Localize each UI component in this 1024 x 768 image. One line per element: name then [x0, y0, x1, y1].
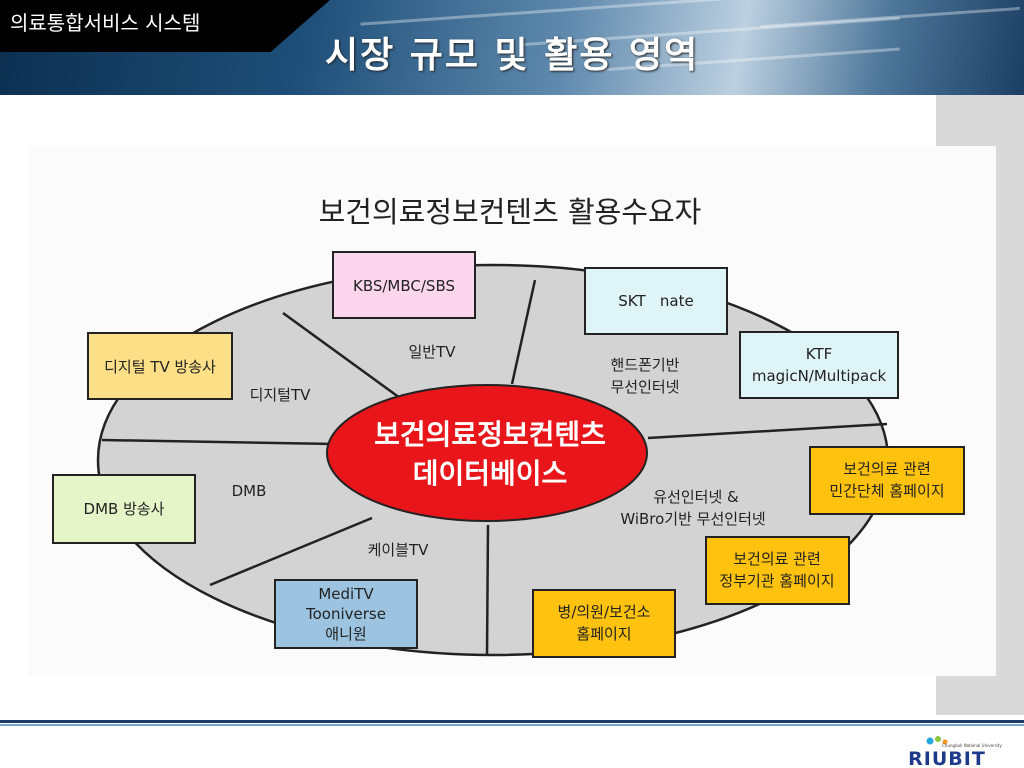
sector-dmb: DMB	[232, 482, 267, 500]
center-line1: 보건의료정보컨텐츠	[374, 418, 606, 451]
footer-divider-accent	[0, 724, 1024, 726]
box-skt	[584, 267, 728, 335]
system-name: 의료통합서비스 시스템	[0, 0, 330, 52]
box-gov-org	[705, 536, 850, 605]
box-ktf	[739, 331, 899, 399]
sector-mobile-line1: 핸드폰기반	[610, 356, 679, 374]
box-ktf-line2: magicN/Multipack	[752, 367, 887, 385]
page-title: 시장 규모 및 활용 영역	[325, 34, 700, 76]
diagram-heading: 보건의료정보컨텐츠 활용수요자	[319, 195, 702, 229]
sector-wired-line1: 유선인터넷 &	[653, 488, 739, 506]
box-ktf-line1: KTF	[806, 345, 832, 363]
header-banner: 의료통합서비스 시스템 시장 규모 및 활용 영역	[0, 0, 1024, 95]
logo-dot-blue	[926, 737, 934, 745]
logo-subtext: Chungbuk National University	[942, 743, 1002, 748]
sector-mobile-line2: 무선인터넷	[610, 378, 679, 396]
box-gov-org-line2: 정부기관 홈페이지	[719, 572, 834, 590]
logo-wordmark: RIUBIT	[908, 748, 986, 768]
box-private-org-line2: 민간단체 홈페이지	[829, 482, 944, 500]
box-dmb-broadcaster	[52, 474, 196, 544]
sector-digital-tv: 디지털TV	[250, 386, 312, 404]
box-skt-label: SKT nate	[618, 292, 693, 310]
box-digital-tv-label: 디지털 TV 방송사	[104, 358, 216, 376]
box-kbs-mbc-sbs	[332, 251, 476, 319]
logo-dot-green	[935, 736, 941, 742]
sector-general-tv: 일반TV	[408, 343, 456, 361]
riubit-logo: Chungbuk National University RIUBIT	[908, 736, 1002, 768]
logo-dot-orange	[942, 739, 948, 745]
center-database-ellipse	[326, 384, 648, 522]
sector-dividers	[101, 279, 888, 656]
box-gov-org-line1: 보건의료 관련	[733, 550, 821, 568]
box-cable-line1: MediTV	[318, 585, 374, 603]
box-hospital-line2: 홈페이지	[576, 625, 631, 643]
footer-divider	[0, 720, 1024, 723]
box-hospital	[532, 589, 676, 658]
box-cable-line3: 애니원	[325, 625, 366, 643]
box-kbs-label: KBS/MBC/SBS	[353, 277, 455, 295]
box-cable-channels	[274, 579, 418, 649]
box-private-org	[809, 446, 965, 515]
box-private-org-line1: 보건의료 관련	[843, 460, 931, 478]
box-digital-tv-broadcaster	[87, 332, 233, 400]
sector-wired-line2: WiBro기반 무선인터넷	[620, 510, 765, 528]
box-hospital-line1: 병/의원/보건소	[558, 603, 651, 621]
sector-cable-tv: 케이블TV	[368, 541, 430, 559]
box-cable-line2: Tooniverse	[305, 605, 386, 623]
box-dmb-label: DMB 방송사	[84, 500, 165, 518]
center-line2: 데이터베이스	[413, 457, 568, 490]
